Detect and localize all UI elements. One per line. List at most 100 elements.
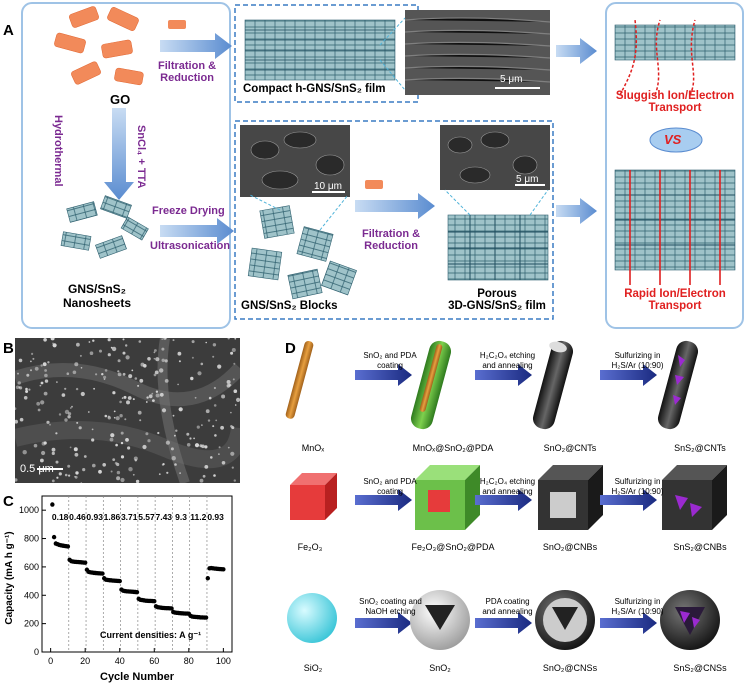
hydrothermal-label: Hydrothermal [52, 115, 64, 187]
data-point [50, 502, 55, 507]
panel-d-letter: D [285, 340, 296, 357]
current-density-label: 9.3 [175, 512, 187, 522]
sluggish-illustration [614, 19, 736, 96]
vs-ellipse [649, 127, 703, 153]
current-density-label: 0.46 [69, 512, 86, 522]
sem-image-b [15, 338, 240, 483]
current-density-label: 0.18 [52, 512, 69, 522]
panel-b-letter: B [3, 340, 14, 357]
x-tick-label: 80 [184, 656, 194, 666]
filtration-reduction-1: Filtration &Reduction [158, 60, 217, 84]
go-flakes [54, 6, 144, 86]
green-cube [415, 465, 480, 530]
dark-cube-sns2 [662, 465, 727, 530]
scale-b: 0.5 μm [20, 463, 54, 475]
x-axis-label: Cycle Number [100, 671, 175, 683]
compact-dashed-box [234, 4, 419, 103]
gns-blocks-label: GNS/SnS₂ Blocks [241, 300, 338, 312]
go-flake-icon-1 [168, 20, 186, 29]
compact-film-label: Compact h-GNS/SnS₂ film [243, 83, 386, 95]
chart-plot-area [41, 495, 233, 653]
fe2o3-cube [290, 473, 337, 520]
compact-film [244, 19, 396, 81]
to-rapid-arrow [556, 198, 597, 224]
row3-start: SiO₂ [303, 663, 323, 673]
current-density-label: 1.86 [104, 512, 121, 522]
gns-nanosheets [60, 195, 149, 259]
data-point [152, 599, 157, 604]
data-point [117, 578, 122, 584]
current-densities-label: Current densities: A g⁻¹ [100, 630, 201, 640]
row2-p2: SnO₂@CNBs [542, 542, 598, 552]
data-point [203, 615, 209, 620]
hydrothermal-arrow [104, 108, 134, 200]
y-tick-label: 200 [24, 619, 39, 629]
row1-illustrations [285, 340, 699, 430]
panel-d-graphics [285, 340, 727, 650]
mnox-rod [285, 340, 314, 419]
freeze-drying-label: Freeze Drying [152, 205, 225, 217]
panel-a-graphics [21, 2, 744, 329]
data-point [65, 544, 71, 549]
x-tick-label: 40 [115, 656, 125, 666]
vs-label: VS [664, 132, 682, 147]
y-tick-label: 1000 [19, 505, 39, 515]
data-point [205, 576, 211, 581]
dark-cube [538, 465, 603, 530]
current-density-label: 5.57 [138, 512, 155, 522]
sem-compact [405, 10, 550, 95]
data-point [100, 571, 105, 576]
go-label: GO [110, 92, 131, 107]
y-tick-label: 0 [34, 647, 39, 657]
x-tick-label: 20 [80, 656, 90, 666]
data-point [82, 560, 88, 565]
row2-start: Fe₂O₃ [297, 542, 323, 552]
panel-c-letter: C [3, 493, 14, 510]
porous-dashed-box [234, 120, 554, 320]
row1-p1: MnOₓ@SnO₂@PDA [412, 443, 494, 453]
x-tick-label: 100 [216, 656, 231, 666]
current-density-label: 0.93 [86, 512, 103, 522]
rapid-illustration [614, 169, 736, 285]
current-density-label: 11.2 [190, 512, 206, 522]
scale-10um: 10 μm [314, 181, 342, 192]
row2-illustrations [290, 465, 727, 530]
row1-p2: SnO₂@CNTs [543, 443, 597, 453]
y-tick-label: 600 [24, 562, 39, 572]
filtration-arrow-1 [160, 33, 232, 59]
data-point [169, 606, 174, 611]
scale-5um-mid: 5 μm [516, 174, 539, 185]
y-tick-label: 400 [24, 590, 39, 600]
row2-p1: Fe₂O₃@SnO₂@PDA [411, 542, 495, 552]
x-tick-label: 60 [149, 656, 159, 666]
row3-p1: SnO₂ [429, 663, 451, 673]
freeze-drying-arrow [160, 218, 234, 244]
porous-film [447, 214, 549, 281]
x-tick-label: 0 [48, 656, 53, 666]
row1-p3: SnS₂@CNTs [674, 443, 726, 453]
panel-a-letter: A [3, 22, 14, 39]
ultrasonication-label: Ultrasonication [150, 240, 231, 252]
sio2-sphere [287, 593, 337, 643]
current-density-label: 0.93 [207, 512, 224, 522]
current-density-label: 7.43 [155, 512, 172, 522]
y-tick-label: 800 [24, 534, 39, 544]
to-sluggish-arrow [556, 38, 597, 64]
sncl4-tta-label: SnCl₄ + TTA [135, 125, 147, 189]
scale-5um-top: 5 μm [500, 74, 523, 85]
current-density-label: 3.71 [121, 512, 138, 522]
data-point [51, 534, 57, 540]
row2-p3: SnS₂@CNBs [673, 542, 727, 552]
